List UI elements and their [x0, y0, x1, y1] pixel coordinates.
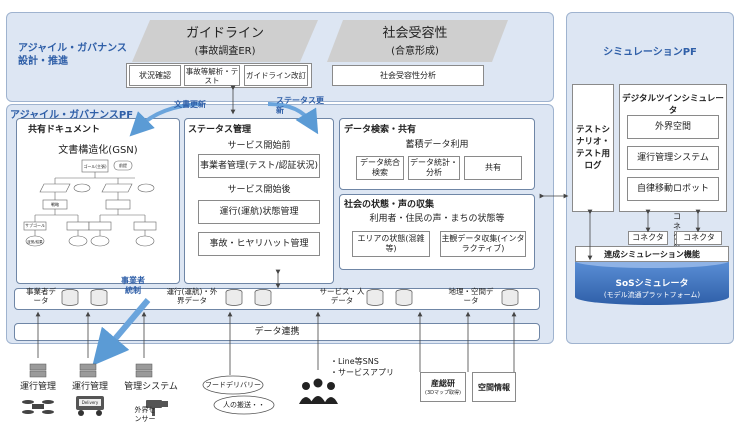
service-people-data-label: サービス・人データ: [319, 287, 365, 305]
line-sns-label: ・Line等SNS: [330, 357, 379, 366]
database-icon-5: [366, 289, 384, 306]
stored-data-label: 蓄積データ利用: [405, 140, 469, 150]
database-icon-1: [61, 289, 79, 306]
autonomous-robot-box[interactable]: 自律移動ロボット: [627, 177, 719, 201]
sos-simulator-label: SoSシミュレータ: [615, 278, 689, 289]
drone-icon: [22, 400, 54, 414]
gsn-subgoal-node: サブゴール: [25, 223, 45, 228]
people-transport-label: 人の搬送・・: [223, 401, 265, 409]
doc-update-label: 文書更新: [174, 100, 206, 109]
coupled-simulation-box[interactable]: 連成シミュレーション機能: [575, 246, 729, 262]
gsn-evidence-node: 証拠/結果: [27, 239, 43, 244]
camera-sensor-icon: [146, 400, 168, 416]
database-icon-4: [254, 289, 272, 306]
guideline-revision-box[interactable]: ガイドライン改訂: [244, 65, 308, 86]
sos-subtitle: (モデル流通プラットフォーム): [603, 290, 701, 299]
before-service-label: サービス開始前: [227, 141, 291, 151]
database-icon-7: [501, 289, 519, 306]
geo-data-label: 地理・空間データ: [448, 287, 494, 305]
database-icon-6: [395, 289, 413, 306]
database-icon-3: [225, 289, 243, 306]
stats-analysis-box[interactable]: データ統計・分析: [408, 156, 460, 180]
mgmt-system-label: 管理システム: [124, 382, 178, 392]
guideline-title: ガイドライン: [185, 25, 264, 41]
guideline-subtitle: (事故調査ER): [194, 45, 256, 57]
social-state-subtitle: 利用者・住民の声・まちの状態等: [369, 214, 505, 224]
status-update-label: ステータス更新: [276, 96, 324, 115]
operator-management-box[interactable]: 事業者管理(テスト/認証状況): [198, 154, 320, 178]
operation-system-box[interactable]: 運行管理システム: [627, 146, 719, 170]
operation-external-data-label: 運行(運航)・外界データ: [166, 287, 218, 305]
food-delivery-bubble: [202, 375, 264, 395]
social-acceptance-title: 社会受容性: [382, 25, 448, 41]
gsn-title: 文書構造化(GSN): [58, 145, 138, 156]
data-search-share-title: データ検索・共有: [344, 125, 417, 135]
subjective-data-box[interactable]: 主観データ収集(インタラクティブ): [440, 231, 526, 257]
status-check-box[interactable]: 状況確認: [129, 65, 181, 86]
integrated-search-box[interactable]: データ統合検索: [356, 156, 404, 180]
operator-data-label: 事業者データ: [26, 287, 56, 305]
simulation-pf-title: シミュレーションPF: [603, 47, 697, 58]
server-icon-3: [135, 363, 153, 378]
share-box[interactable]: 共有: [464, 156, 522, 180]
delivery-robot-icon: [76, 396, 104, 416]
aist-box[interactable]: 産総研 (3Dマップ取得): [420, 372, 466, 402]
incident-management-box[interactable]: 事故・ヒヤリハット管理: [198, 232, 320, 256]
social-analysis-box[interactable]: 社会受容性分析: [332, 65, 484, 86]
ops-label-2: 運行管理: [71, 382, 108, 392]
social-acceptance-subtitle: (合意形成): [391, 45, 439, 57]
operation-status-box[interactable]: 運行(運航)状態管理: [198, 200, 320, 224]
operator-control-label: 事業者統制: [121, 276, 145, 295]
external-space-box[interactable]: 外界空間: [627, 115, 719, 139]
area-state-box[interactable]: エリアの状態(混雑等): [352, 231, 430, 257]
spatial-info-box[interactable]: 空間情報: [472, 372, 516, 402]
agile-governance-pf-title: アジャイル・ガバナンスPF: [10, 110, 134, 121]
gsn-context-node: 前提: [119, 162, 127, 168]
server-icon-2: [79, 363, 97, 378]
people-transport-bubble: [213, 395, 275, 415]
test-scenario-box[interactable]: テストシナリオ・テスト用ログ: [572, 84, 614, 212]
status-management-title: ステータス管理: [188, 125, 252, 135]
gsn-strategy-node: 戦略: [51, 201, 59, 207]
digital-twin-title: デジタルツインシミュレータ: [622, 94, 724, 116]
aist-sublabel: (3Dマップ取得): [425, 390, 461, 396]
accident-analysis-box[interactable]: 事故等解析・テスト: [184, 65, 240, 86]
external-sensor-label: 外界センサー: [134, 406, 156, 423]
delivery-badge: Delivery: [81, 400, 99, 405]
people-group-icon: [299, 378, 338, 404]
database-icon-2: [90, 289, 108, 306]
gsn-goal-node: ゴール(主張): [83, 163, 107, 169]
food-delivery-label: フードデリバリー: [205, 381, 261, 389]
aist-label: 産総研: [431, 379, 455, 388]
service-app-label: ・サービスアプリ: [330, 368, 394, 377]
shared-documents-title: 共有ドキュメント: [28, 125, 101, 135]
server-icon-1: [29, 363, 47, 378]
ops-label-1: 運行管理: [19, 382, 56, 392]
after-service-label: サービス開始後: [227, 185, 291, 195]
social-state-title: 社会の状態・声の収集: [344, 200, 435, 210]
data-link-bar: データ連携: [14, 323, 540, 341]
agile-governance-design-title: アジャイル・ガバナンス 設計・推進: [18, 43, 127, 67]
